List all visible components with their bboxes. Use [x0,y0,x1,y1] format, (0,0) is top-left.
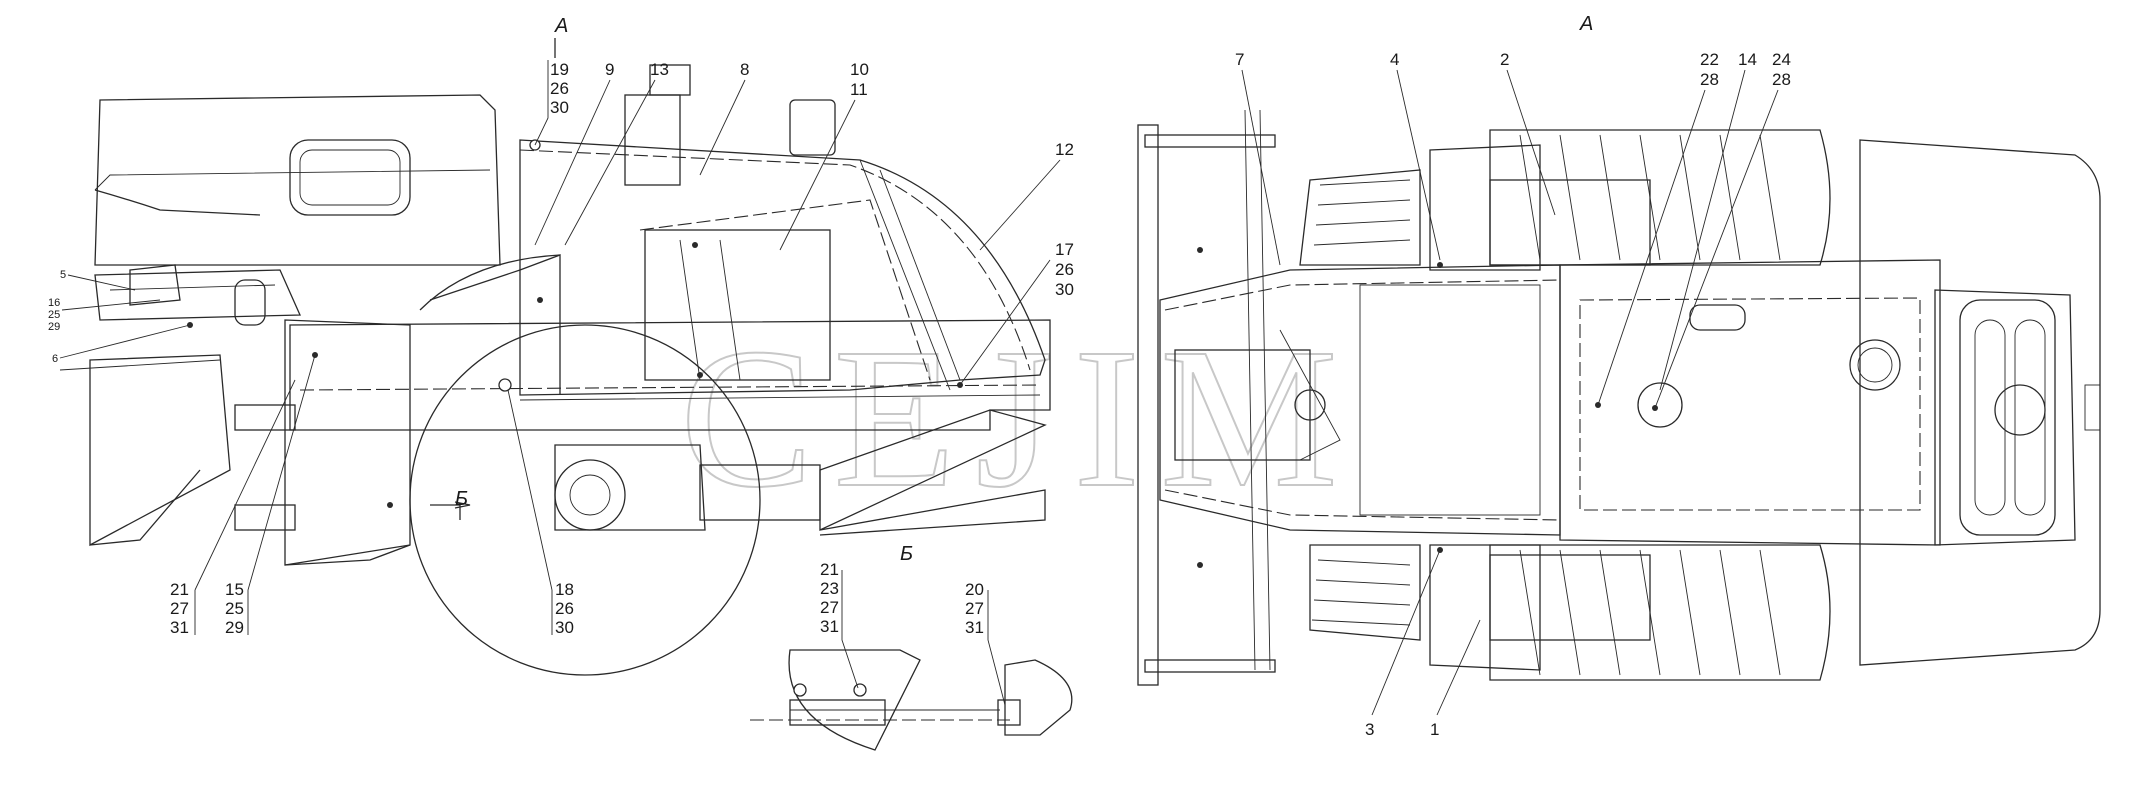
svg-text:12: 12 [1055,140,1074,159]
callout-15-25-29: 15 25 29 [225,354,316,637]
svg-text:4: 4 [1390,50,1399,69]
svg-text:16: 16 [48,297,60,309]
callout-10-11: 10 11 [779,60,869,251]
callout-7: 7 [1235,50,1281,266]
svg-text:20: 20 [965,580,984,599]
svg-text:26: 26 [1055,260,1074,279]
view-marker-a: А [554,15,568,37]
svg-text:1: 1 [1430,720,1439,739]
svg-text:3: 3 [1365,720,1374,739]
svg-text:11: 11 [850,80,868,99]
svg-text:26: 26 [550,79,569,98]
section-b: Б 21 23 27 31 20 27 31 [750,543,1073,751]
rear-tyre-bottom [1489,544,1831,681]
svg-text:29: 29 [48,321,60,333]
svg-text:30: 30 [555,618,574,637]
svg-text:18: 18 [555,580,574,599]
top-view: А [1137,13,2101,686]
svg-text:6: 6 [52,353,58,365]
callout-8: 8 [699,60,749,176]
svg-text:2: 2 [1500,50,1509,69]
svg-text:30: 30 [550,98,569,117]
svg-text:19: 19 [550,60,569,79]
section-marker-b: Б [455,488,468,510]
svg-text:8: 8 [740,60,749,79]
side-view [59,64,1051,676]
svg-text:26: 26 [555,599,574,618]
callout-6: 6 [52,324,191,365]
callout-16-25-29: 16 25 29 [48,297,161,333]
callout-20-27-31: 20 27 31 [965,580,1006,706]
svg-text:27: 27 [965,599,984,618]
svg-text:13: 13 [650,60,669,79]
svg-text:31: 31 [965,618,984,637]
svg-text:24: 24 [1772,50,1791,69]
svg-text:17: 17 [1055,240,1074,259]
svg-text:29: 29 [225,618,244,637]
callout-4: 4 [1390,50,1441,261]
callout-21-27-31: 21 27 31 [170,379,296,637]
section-title-b: Б [900,543,913,565]
top-view-title: А [1579,13,1593,35]
callout-18-26-30: 18 26 30 [507,389,574,637]
svg-text:25: 25 [48,309,60,321]
svg-text:27: 27 [170,599,189,618]
svg-text:21: 21 [820,560,839,579]
svg-text:27: 27 [820,598,839,617]
callout-3: 3 [1365,549,1441,739]
svg-text:9: 9 [605,60,614,79]
svg-text:14: 14 [1738,50,1757,69]
svg-text:15: 15 [225,580,244,599]
callout-19-26-30: 19 26 30 [534,60,569,146]
svg-text:28: 28 [1772,70,1791,89]
callout-22-28: 22 28 [1597,50,1719,406]
callout-1: 1 [1430,619,1481,739]
svg-text:5: 5 [60,269,66,281]
callout-24-28: 24 28 [1654,50,1791,409]
side-view-labels: А Б 19 26 30 9 13 8 10 11 12 [48,15,1074,637]
svg-text:30: 30 [1055,280,1074,299]
callout-12: 12 [979,140,1074,251]
callout-5: 5 [60,269,136,291]
callout-2: 2 [1500,50,1556,216]
callout-17-26-30: 17 26 30 [959,240,1074,386]
callout-9: 9 [534,60,614,246]
watermark: CEJIM [680,308,1358,529]
svg-text:28: 28 [1700,70,1719,89]
svg-text:21: 21 [170,580,189,599]
callout-21-23-27-31: 21 23 27 31 [820,560,859,689]
svg-text:23: 23 [820,579,839,598]
svg-text:31: 31 [820,617,839,636]
top-view-labels: 7 4 2 22 28 14 24 28 3 1 [1235,50,1791,739]
svg-text:7: 7 [1235,50,1244,69]
callout-13: 13 [564,60,669,246]
rear-tyre-top [1489,129,1831,266]
svg-text:25: 25 [225,599,244,618]
svg-text:22: 22 [1700,50,1719,69]
svg-text:10: 10 [850,60,869,79]
callout-14: 14 [1659,50,1757,391]
svg-text:31: 31 [170,618,189,637]
